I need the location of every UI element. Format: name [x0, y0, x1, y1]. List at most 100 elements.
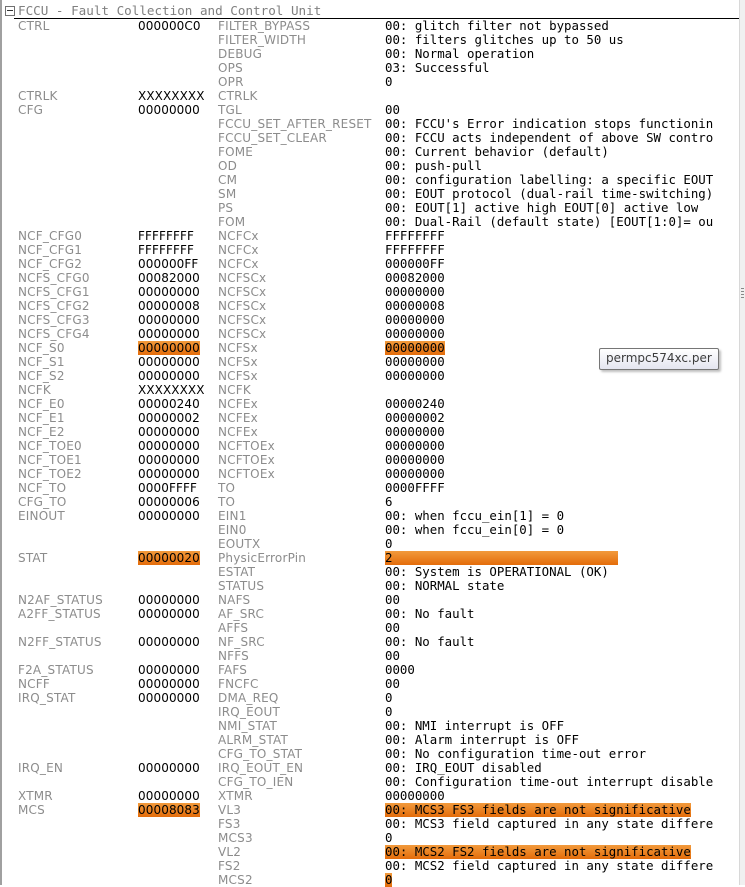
bitfield-value[interactable]: 00: EOUT protocol (dual-rail time-switch… — [385, 187, 714, 201]
bitfield-value[interactable]: 0 — [385, 705, 393, 719]
register-hex-value[interactable]: 00000002 — [138, 411, 200, 425]
bitfield-value[interactable]: 00: No fault — [385, 607, 475, 621]
register-hex-value[interactable]: 00008083 — [138, 803, 200, 817]
register-hex-value[interactable]: 00000000 — [138, 327, 200, 341]
register-hex-value[interactable]: 00082000 — [138, 271, 200, 285]
register-hex-value[interactable]: 00000000 — [138, 355, 200, 369]
bitfield-value[interactable]: 00: filters glitches up to 50 us — [385, 33, 624, 47]
register-hex-value[interactable]: 000000C0 — [138, 19, 201, 33]
register-hex-value[interactable]: 00000000 — [138, 635, 200, 649]
register-hex-value[interactable]: 00000000 — [138, 761, 200, 775]
bitfield-value[interactable]: 00: EOUT[1] active high EOUT[0] active l… — [385, 201, 699, 215]
bitfield-value[interactable]: 00: MCS2 FS2 fields are not significativ… — [385, 845, 691, 859]
register-hex-value[interactable]: XXXXXXXX — [138, 89, 205, 103]
bitfield-value[interactable]: 2 — [385, 551, 618, 565]
bitfield-value[interactable]: 00: NORMAL state — [385, 579, 505, 593]
bitfield-value[interactable]: FFFFFFFF — [385, 243, 445, 257]
register-hex-value[interactable]: 00000000 — [138, 789, 200, 803]
bitfield-value[interactable]: 00 — [385, 649, 400, 663]
register-hex-value[interactable]: 00000000 — [138, 467, 200, 481]
bitfield-value[interactable]: 00: when fccu_ein[1] = 0 — [385, 509, 565, 523]
register-name: CFG — [18, 103, 44, 117]
bitfield-value[interactable]: 00000000 — [385, 341, 445, 355]
bitfield-value[interactable]: 00000002 — [385, 411, 445, 425]
bitfield-value[interactable]: 00: FCCU's Error indication stops functi… — [385, 117, 714, 131]
register-hex-value[interactable]: 00000006 — [138, 495, 200, 509]
bitfield-value[interactable]: 6 — [385, 495, 393, 509]
bitfield-value[interactable]: 0000FFFF — [385, 481, 445, 495]
register-hex-value[interactable]: 00000000 — [138, 663, 200, 677]
bitfield-value[interactable]: 00: push-pull — [385, 159, 482, 173]
bitfield-value[interactable]: 00: glitch filter not bypassed — [385, 19, 609, 33]
collapse-icon[interactable] — [5, 6, 15, 16]
bitfield-value[interactable]: 00000000 — [385, 467, 445, 481]
bitfield-value[interactable]: 00: Configuration time-out interrupt dis… — [385, 775, 714, 789]
bitfield-value[interactable]: 00 — [385, 593, 400, 607]
vertical-scrollbar[interactable] — [739, 0, 745, 885]
register-hex-value[interactable]: 000000FF — [138, 257, 199, 271]
bitfield-value[interactable]: 00000000 — [385, 313, 445, 327]
bitfield-value[interactable]: 00000240 — [385, 397, 445, 411]
bitfield-value[interactable]: 00: MCS3 FS3 fields are not significativ… — [385, 803, 691, 817]
bitfield-value[interactable]: 00000000 — [385, 285, 445, 299]
bitfield-value[interactable]: 000000FF — [385, 257, 445, 271]
register-hex-value[interactable]: 0000FFFF — [138, 481, 197, 495]
bitfield-value[interactable]: 00: Normal operation — [385, 47, 535, 61]
scrollbar-grip-icon[interactable] — [741, 288, 744, 298]
register-hex-value[interactable]: 00000000 — [138, 677, 200, 691]
bitfield-value[interactable]: 00000000 — [385, 425, 445, 439]
bitfield-value[interactable]: 00: Dual-Rail (default state) [EOUT[1:0]… — [385, 215, 714, 229]
bitfield-value[interactable]: 03: Successful — [385, 61, 490, 75]
bitfield-value[interactable]: 00000008 — [385, 299, 445, 313]
bitfield-value[interactable]: 0 — [385, 537, 393, 551]
register-hex-value[interactable]: 00000000 — [138, 285, 200, 299]
bitfield-value[interactable]: 00: No configuration time-out error — [385, 747, 647, 761]
bitfield-value[interactable]: 00000000 — [385, 369, 445, 383]
register-hex-value[interactable]: 00000000 — [138, 103, 200, 117]
bitfield-value[interactable]: 00000000 — [385, 789, 445, 803]
bitfield-value[interactable]: 00: Alarm interrupt is OFF — [385, 733, 579, 747]
register-hex-value[interactable]: 00000000 — [138, 341, 200, 355]
bitfield-value[interactable]: 00 — [385, 621, 400, 635]
bitfield-value[interactable]: 00: No fault — [385, 635, 475, 649]
register-hex-value[interactable]: 00000000 — [138, 439, 200, 453]
bitfield-value[interactable]: 00: MCS3 field captured in any state dif… — [385, 817, 714, 831]
bitfield-value[interactable]: 0 — [385, 75, 393, 89]
bitfield-value[interactable]: 00: when fccu_ein[0] = 0 — [385, 523, 565, 537]
bitfield-value[interactable]: 00: NMI interrupt is OFF — [385, 719, 565, 733]
bitfield-value[interactable]: 00: configuration labelling: a specific … — [385, 173, 714, 187]
register-hex-value[interactable]: 00000000 — [138, 425, 200, 439]
bitfield-value[interactable]: 00000000 — [385, 327, 445, 341]
bitfield-value[interactable]: 00 — [385, 677, 400, 691]
bitfield-value[interactable]: 00000000 — [385, 355, 445, 369]
bitfield-value[interactable]: 00: Current behavior (default) — [385, 145, 609, 159]
register-hex-value[interactable]: 00000000 — [138, 509, 200, 523]
bitfield-value[interactable]: 00 — [385, 103, 400, 117]
peripheral-header[interactable]: FCCU - Fault Collection and Control Unit — [4, 4, 739, 18]
register-hex-value[interactable]: 00000000 — [138, 453, 200, 467]
register-hex-value[interactable]: FFFFFFFF — [138, 243, 195, 257]
bitfield-value[interactable]: 00: MCS2 field captured in any state dif… — [385, 859, 714, 873]
register-hex-value[interactable]: 00000000 — [138, 369, 200, 383]
bitfield-value[interactable]: 00: FCCU acts independent of above SW co… — [385, 131, 714, 145]
register-hex-value[interactable]: 00000020 — [138, 551, 200, 565]
bitfield-value[interactable]: 0000 — [385, 663, 415, 677]
bitfield-value[interactable]: 0 — [385, 831, 393, 845]
bitfield-value[interactable]: 00082000 — [385, 271, 445, 285]
register-hex-value[interactable]: 00000000 — [138, 313, 200, 327]
bitfield-value[interactable]: 00000000 — [385, 453, 445, 467]
bitfield-value[interactable]: 00: IRQ_EOUT disabled — [385, 761, 542, 775]
bitfield-value[interactable]: FFFFFFFF — [385, 229, 445, 243]
bitfield-value[interactable]: 00: System is OPERATIONAL (OK) — [385, 565, 609, 579]
bitfield-value[interactable]: 0 — [385, 691, 393, 705]
bitfield-value[interactable]: 0 — [385, 873, 393, 887]
register-hex-value[interactable]: 00000000 — [138, 593, 200, 607]
register-hex-value[interactable]: 00000000 — [138, 691, 200, 705]
register-hex-value[interactable]: XXXXXXXX — [138, 383, 205, 397]
register-hex-value[interactable]: 00000000 — [138, 607, 200, 621]
register-hex-value[interactable]: 00000240 — [138, 397, 200, 411]
register-hex-value[interactable]: FFFFFFFF — [138, 229, 195, 243]
register-hex-value[interactable]: 00000008 — [138, 299, 200, 313]
bitfield-value[interactable]: 00000000 — [385, 439, 445, 453]
